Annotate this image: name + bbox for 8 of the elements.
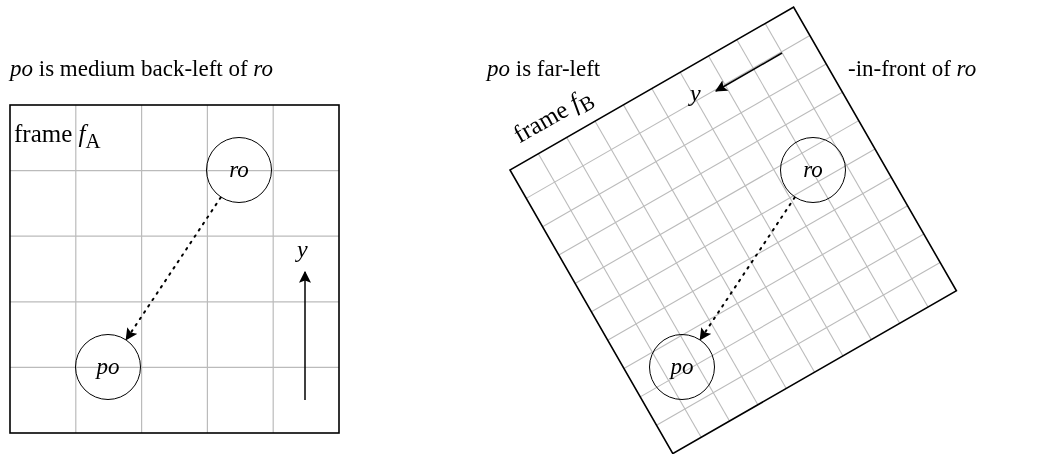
heading-text: po is medium back-left of ro (10, 56, 273, 82)
heading-text: -in-front of ro (848, 56, 977, 82)
arrow (125, 196, 222, 341)
heading-text: po is far-left (487, 56, 601, 82)
arrow (699, 196, 796, 341)
frame-label: frame f$_{A}$ (14, 120, 101, 153)
axis-label: y (690, 80, 701, 107)
axis-label: y (297, 236, 308, 263)
